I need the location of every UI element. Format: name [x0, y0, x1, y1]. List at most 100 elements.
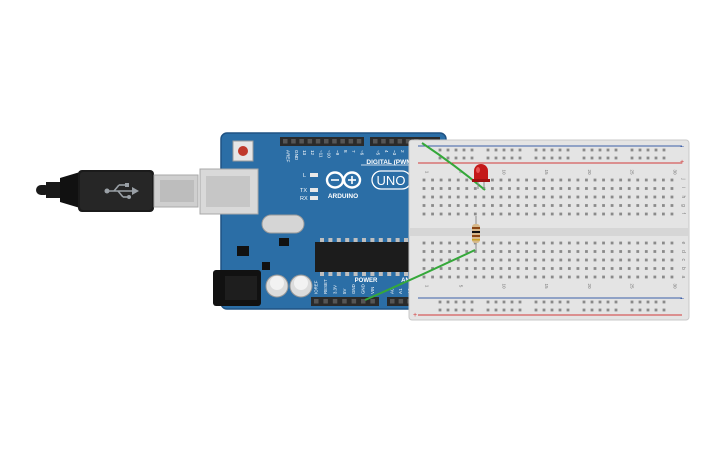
breadboard-hole[interactable] — [465, 267, 469, 270]
breadboard-hole[interactable] — [653, 267, 657, 270]
breadboard-hole[interactable] — [662, 212, 665, 216]
breadboard-hole[interactable] — [499, 178, 503, 182]
breadboard-hole[interactable] — [508, 204, 511, 207]
breadboard-hole[interactable] — [499, 241, 503, 245]
breadboard-hole[interactable] — [465, 195, 469, 199]
breadboard-hole[interactable] — [644, 178, 648, 182]
digital-pin-hole[interactable] — [356, 139, 362, 144]
digital-pin-hole[interactable] — [397, 139, 403, 144]
usb-cable[interactable] — [36, 170, 199, 212]
breadboard-hole[interactable] — [491, 204, 494, 207]
breadboard-hole[interactable] — [473, 187, 477, 190]
breadboard-hole[interactable] — [576, 204, 580, 207]
power-pin-hole[interactable] — [332, 299, 338, 304]
breadboard-hole[interactable] — [542, 212, 546, 216]
breadboard-hole[interactable] — [510, 156, 514, 160]
breadboard-hole[interactable] — [470, 300, 474, 304]
breadboard-hole[interactable] — [542, 308, 546, 312]
breadboard-hole[interactable] — [646, 300, 650, 304]
breadboard-hole[interactable] — [602, 241, 605, 245]
breadboard-hole[interactable] — [593, 258, 597, 262]
breadboard-hole[interactable] — [422, 241, 426, 245]
breadboard-hole[interactable] — [516, 241, 520, 245]
breadboard-hole[interactable] — [465, 212, 469, 216]
breadboard-hole[interactable] — [566, 148, 570, 152]
breadboard-hole[interactable] — [670, 204, 674, 207]
breadboard-hole[interactable] — [653, 275, 657, 279]
breadboard-hole[interactable] — [508, 178, 511, 182]
breadboard-hole[interactable] — [499, 267, 503, 270]
breadboard-hole[interactable] — [439, 178, 443, 182]
breadboard-hole[interactable] — [525, 275, 528, 279]
breadboard-hole[interactable] — [542, 156, 546, 160]
breadboard-hole[interactable] — [582, 156, 586, 160]
breadboard-hole[interactable] — [482, 212, 486, 216]
breadboard-hole[interactable] — [627, 204, 631, 207]
breadboard-hole[interactable] — [431, 195, 434, 199]
breadboard-hole[interactable] — [422, 212, 426, 216]
breadboard-hole[interactable] — [567, 187, 571, 190]
breadboard-hole[interactable] — [619, 267, 623, 270]
breadboard-hole[interactable] — [670, 267, 674, 270]
breadboard-hole[interactable] — [473, 258, 477, 262]
breadboard-hole[interactable] — [559, 258, 563, 262]
breadboard-hole[interactable] — [510, 308, 514, 312]
breadboard-hole[interactable] — [462, 300, 466, 304]
breadboard-hole[interactable] — [533, 187, 537, 190]
breadboard-hole[interactable] — [636, 195, 640, 199]
breadboard-hole[interactable] — [508, 187, 511, 190]
breadboard-hole[interactable] — [644, 258, 648, 262]
breadboard-hole[interactable] — [550, 148, 554, 152]
power-pin-hole[interactable] — [323, 299, 328, 304]
breadboard-hole[interactable] — [508, 258, 511, 262]
breadboard-hole[interactable] — [422, 250, 426, 253]
breadboard-hole[interactable] — [508, 250, 511, 253]
analog-pin-hole[interactable] — [390, 299, 395, 304]
breadboard-hole[interactable] — [454, 308, 458, 312]
breadboard-hole[interactable] — [486, 148, 490, 152]
breadboard-hole[interactable] — [610, 258, 614, 262]
breadboard-hole[interactable] — [558, 300, 562, 304]
breadboard-hole[interactable] — [630, 156, 634, 160]
breadboard-hole[interactable] — [576, 241, 580, 245]
breadboard-hole[interactable] — [559, 187, 563, 190]
breadboard-hole[interactable] — [465, 275, 469, 279]
breadboard-hole[interactable] — [502, 308, 506, 312]
breadboard-hole[interactable] — [456, 275, 460, 279]
breadboard-hole[interactable] — [644, 195, 648, 199]
breadboard-hole[interactable] — [533, 212, 537, 216]
breadboard-hole[interactable] — [654, 148, 658, 152]
breadboard-hole[interactable] — [619, 275, 623, 279]
breadboard-hole[interactable] — [491, 178, 494, 182]
breadboard-hole[interactable] — [482, 204, 486, 207]
breadboard-hole[interactable] — [606, 148, 610, 152]
breadboard-hole[interactable] — [602, 187, 605, 190]
digital-pin-hole[interactable] — [348, 139, 354, 144]
breadboard-hole[interactable] — [576, 275, 580, 279]
breadboard-hole[interactable] — [630, 308, 634, 312]
breadboard-hole[interactable] — [653, 178, 657, 182]
breadboard-hole[interactable] — [508, 212, 511, 216]
breadboard-hole[interactable] — [456, 241, 460, 245]
breadboard-hole[interactable] — [525, 178, 528, 182]
breadboard-hole[interactable] — [627, 275, 631, 279]
breadboard-hole[interactable] — [473, 195, 477, 199]
digital-pin-hole[interactable] — [324, 139, 329, 144]
breadboard-hole[interactable] — [533, 275, 537, 279]
breadboard-hole[interactable] — [456, 258, 460, 262]
breadboard-hole[interactable] — [470, 148, 474, 152]
breadboard-hole[interactable] — [559, 250, 563, 253]
breadboard-hole[interactable] — [448, 258, 452, 262]
breadboard-hole[interactable] — [662, 258, 665, 262]
breadboard-hole[interactable] — [559, 267, 563, 270]
breadboard-hole[interactable] — [550, 195, 554, 199]
breadboard-hole[interactable] — [576, 267, 580, 270]
breadboard-hole[interactable] — [602, 178, 605, 182]
breadboard-hole[interactable] — [525, 195, 528, 199]
breadboard-hole[interactable] — [653, 258, 657, 262]
breadboard-hole[interactable] — [499, 212, 503, 216]
breadboard-hole[interactable] — [550, 250, 554, 253]
breadboard-hole[interactable] — [542, 275, 546, 279]
